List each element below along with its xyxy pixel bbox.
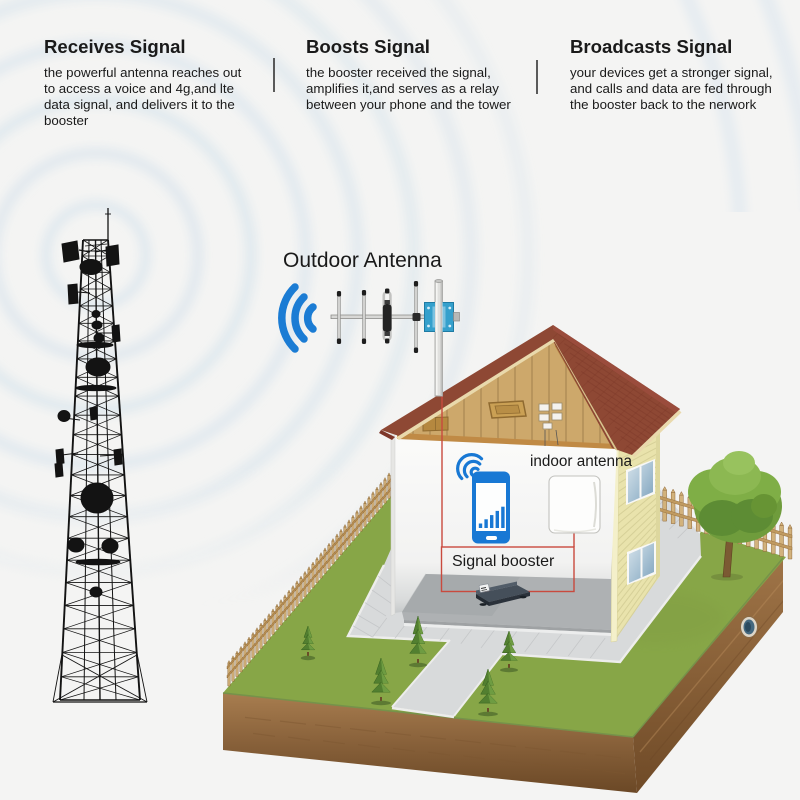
- svg-text:Broadcasts Signal: Broadcasts Signal: [570, 36, 732, 57]
- svg-text:the booster received the signa: the booster received the signal,: [306, 65, 491, 80]
- svg-text:Outdoor Antenna: Outdoor Antenna: [283, 249, 442, 272]
- svg-text:your devices get a stronger si: your devices get a stronger signal,: [570, 65, 773, 80]
- svg-text:Boosts Signal: Boosts Signal: [306, 36, 430, 57]
- svg-text:and calls and data are fed thr: and calls and data are fed through: [570, 81, 772, 96]
- svg-text:indoor antenna: indoor antenna: [530, 453, 633, 470]
- svg-text:between your phone and the tow: between your phone and the tower: [306, 97, 511, 112]
- svg-text:the powerful antenna reaches o: the powerful antenna reaches out: [44, 65, 242, 80]
- svg-text:Receives Signal: Receives Signal: [44, 36, 186, 57]
- svg-text:the booster back to the nerwor: the booster back to the nerwork: [570, 97, 757, 112]
- svg-text:amplifies it,and serves as a r: amplifies it,and serves as a relay: [306, 81, 499, 96]
- svg-text:to access a voice and 4g,and l: to access a voice and 4g,and lte: [44, 81, 234, 96]
- svg-text:booster: booster: [44, 113, 89, 128]
- svg-text:Signal booster: Signal booster: [452, 553, 555, 570]
- svg-text:data signal, and delivers it t: data signal, and delivers it to the: [44, 97, 235, 112]
